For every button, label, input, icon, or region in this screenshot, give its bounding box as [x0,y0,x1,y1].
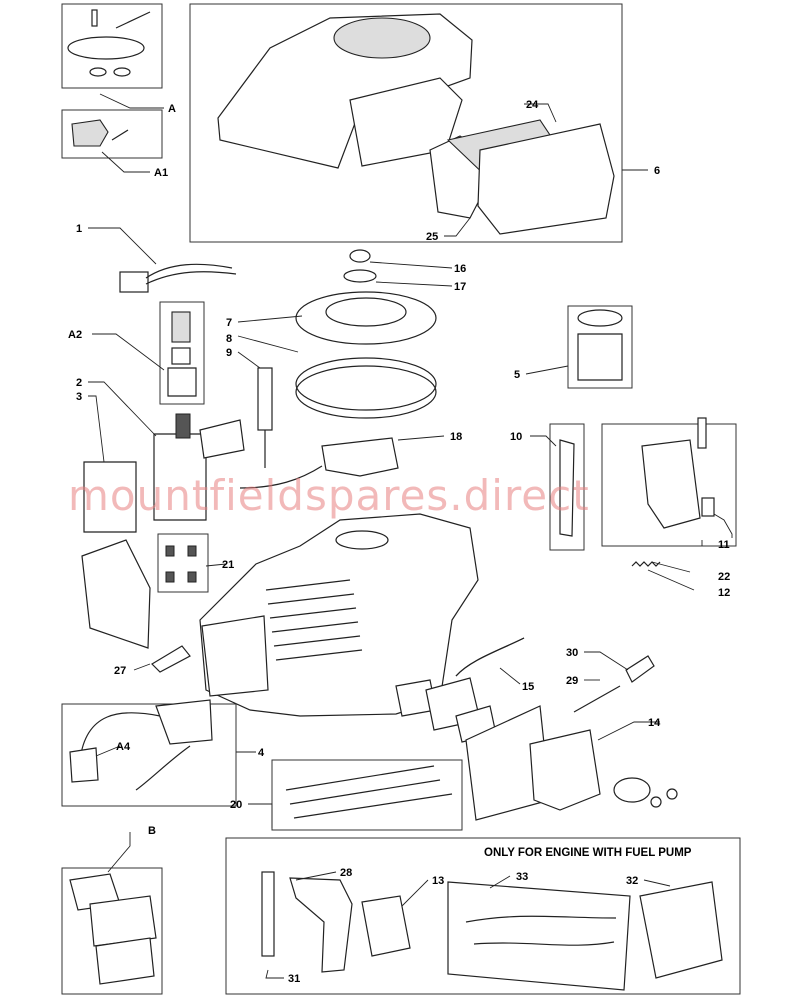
label-3: 3 [76,391,82,403]
label-31: 31 [288,973,300,985]
kit-a-box [61,3,163,89]
label-a1: A1 [154,167,168,179]
label-13: 13 [432,875,444,887]
starter-motor [83,413,245,533]
linkage-rods-box [271,759,463,831]
intake-gaskets [395,677,497,743]
label-10: 10 [510,431,522,443]
governor-bracket-box [601,417,737,547]
label-a: A [168,103,176,115]
fuel-pump-box [225,837,741,995]
label-12: 12 [718,587,730,599]
watermark: mountfieldspares.direct [68,471,590,520]
parts-29-30-fuel-line [573,655,655,713]
label-6: 6 [654,165,660,177]
label-14: 14 [648,717,661,729]
label-24: 24 [526,99,539,111]
label-29: 29 [566,675,578,687]
part-14-carburettor [465,705,678,821]
label-16: 16 [454,263,466,275]
label-11: 11 [718,539,730,551]
part-9-sensor [257,367,273,468]
starter-drive-box [159,301,205,405]
label-a2: A2 [68,329,82,341]
part-12-spring [631,561,661,567]
part-15-tube [455,637,525,677]
label-33: 33 [516,871,528,883]
fuel-pump-note: ONLY FOR ENGINE WITH FUEL PUMP [484,847,692,859]
part-27-spark-plug [151,645,191,673]
label-2: 2 [76,377,82,389]
blower-housing-box [189,3,623,243]
lever-box [549,423,585,551]
label-20: 20 [230,799,242,811]
part-1-wire-connector [119,263,237,293]
label-28: 28 [340,867,352,879]
gasket-kit-b-box [61,867,163,995]
leader-lines [88,93,733,979]
label-27: 27 [114,665,126,677]
label-a4: A4 [116,741,131,753]
part-labels: A A1 6 24 25 1 16 17 7 8 9 A2 5 2 3 18 1… [68,99,730,985]
label-b: B [148,825,156,837]
engine-block [199,513,479,717]
label-17: 17 [454,281,466,293]
label-18: 18 [450,431,462,443]
label-5: 5 [514,369,520,381]
label-1: 1 [76,223,82,235]
label-25: 25 [426,231,438,243]
label-32: 32 [626,875,638,887]
part-18-ignition-coil [239,437,399,489]
label-8: 8 [226,333,232,345]
label-4: 4 [258,747,265,759]
flywheel-assembly [295,249,437,419]
ignition-lead-box [61,699,237,807]
label-22: 22 [718,571,730,583]
brushes-box [157,533,209,593]
label-7: 7 [226,317,232,329]
kit-a1-box [61,109,163,159]
label-9: 9 [226,347,232,359]
label-21: 21 [222,559,234,571]
piston-box [567,305,633,389]
label-15: 15 [522,681,534,693]
heat-shield [81,539,151,649]
label-30: 30 [566,647,578,659]
